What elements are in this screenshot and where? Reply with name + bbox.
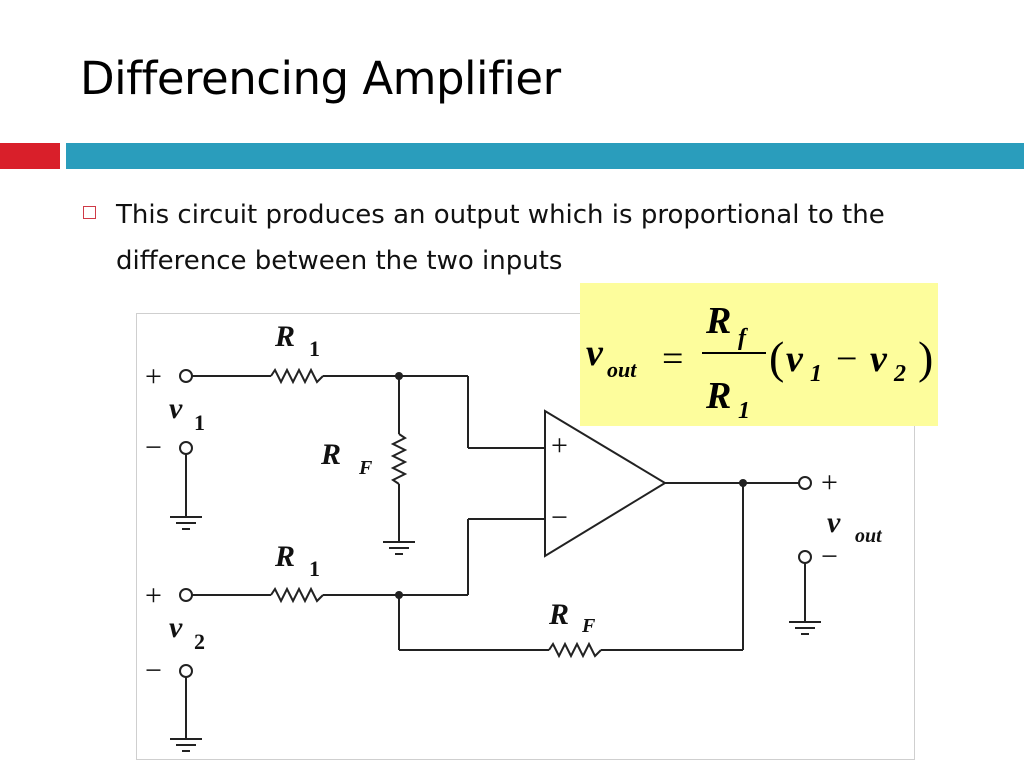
v2-minus-terminal xyxy=(179,664,193,678)
circuit-svg: R 1 R F R 1 R F v 1 v 2 v out + − + − + … xyxy=(145,320,883,752)
formula-numerator-sub: f xyxy=(738,325,748,351)
rf-shunt-sub: F xyxy=(358,457,373,479)
formula-operator: − xyxy=(836,338,857,380)
accent-bar-blue xyxy=(66,143,1024,169)
v1-label: v xyxy=(169,392,183,425)
formula-denominator-sub: 1 xyxy=(738,398,750,424)
vout-plus-terminal xyxy=(798,476,812,490)
wires xyxy=(170,367,821,752)
rf-shunt-resistor xyxy=(390,433,408,485)
r1-top-label: R xyxy=(274,320,295,353)
rf-shunt-label: R xyxy=(320,438,341,471)
v1-plus-sign: + xyxy=(145,360,162,393)
v2-label: v xyxy=(169,611,183,644)
r1-bottom-label: R xyxy=(274,540,295,573)
v1-sub: 1 xyxy=(194,410,205,435)
formula-lhs: v xyxy=(586,332,604,374)
r1-top-sub: 1 xyxy=(309,336,320,361)
slide-title: Differencing Amplifier xyxy=(80,52,561,105)
r1-bottom-sub: 1 xyxy=(309,556,320,581)
v1-plus-terminal xyxy=(179,369,193,383)
v2-plus-terminal xyxy=(179,588,193,602)
formula-denominator: R xyxy=(705,375,731,417)
r1-top-resistor xyxy=(270,367,324,385)
opamp-inverting-sign: − xyxy=(551,501,568,534)
vout-sub: out xyxy=(855,525,883,547)
formula-term1: v xyxy=(786,338,804,380)
r1-bottom-resistor xyxy=(270,586,324,604)
rf-feedback-sub: F xyxy=(581,615,596,637)
formula-lhs-sub: out xyxy=(607,357,637,382)
vout-label: v xyxy=(827,506,841,539)
v2-minus-sign: − xyxy=(145,654,162,687)
formula-svg: v out R f R 1 v 1 v 2 = ( − ) xyxy=(586,300,933,424)
op-amp-triangle xyxy=(544,409,667,558)
hollow-square-bullet-icon xyxy=(83,206,96,219)
vout-minus-sign: − xyxy=(821,540,838,573)
formula-equals: = xyxy=(662,338,683,380)
rf-feedback-resistor xyxy=(548,641,602,659)
formula-open-paren: ( xyxy=(769,332,784,383)
vout-plus-sign: + xyxy=(821,466,838,499)
v2-sub: 2 xyxy=(194,629,205,654)
v1-minus-terminal xyxy=(179,441,193,455)
junction-dots xyxy=(395,372,747,599)
bullet-text: This circuit produces an output which is… xyxy=(116,200,885,276)
accent-bar-red xyxy=(0,143,60,169)
formula-term1-sub: 1 xyxy=(810,361,822,387)
vout-minus-terminal xyxy=(798,550,812,564)
formula-box: v out R f R 1 v 1 v 2 = ( − ) xyxy=(580,283,938,426)
formula-close-paren: ) xyxy=(918,332,933,383)
opamp-noninverting-sign: + xyxy=(551,429,568,462)
formula-numerator: R xyxy=(705,300,731,342)
v1-minus-sign: − xyxy=(145,431,162,464)
v2-plus-sign: + xyxy=(145,579,162,612)
rf-feedback-label: R xyxy=(548,598,569,631)
formula-term2: v xyxy=(870,338,888,380)
formula-term2-sub: 2 xyxy=(893,361,906,387)
